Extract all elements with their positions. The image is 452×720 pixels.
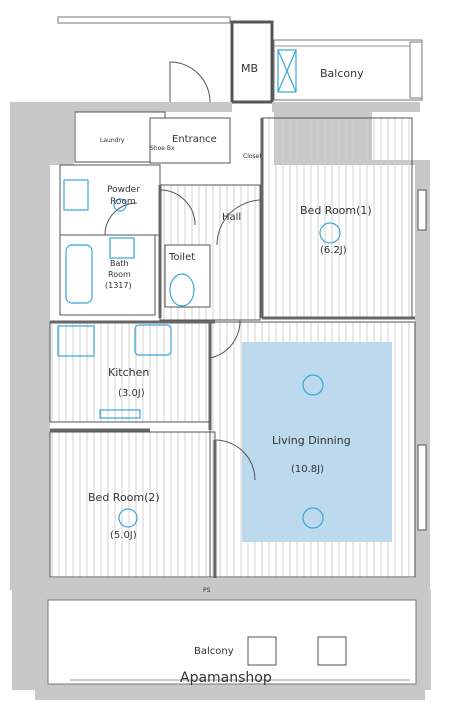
bathtub-icon bbox=[65, 244, 93, 304]
bed-room-2-name: Bed Room(2) bbox=[88, 491, 160, 504]
kitchen-size: (3.0J) bbox=[118, 388, 145, 399]
bottom-balcony bbox=[47, 599, 417, 685]
toilet-icon bbox=[169, 273, 195, 307]
bath-room-label-3: (1317) bbox=[105, 281, 132, 290]
ps-label: PS bbox=[203, 587, 211, 594]
ceiling-light-icon bbox=[319, 222, 341, 244]
ceiling-light-icon bbox=[302, 507, 324, 529]
kitchen-sink-icon bbox=[134, 324, 172, 356]
washbasin-icon bbox=[63, 179, 89, 211]
floor-areas bbox=[49, 111, 416, 578]
bed-room-1-size: (6.2J) bbox=[320, 245, 347, 256]
range-hood-icon bbox=[99, 409, 141, 419]
powder-room-label-2: Room bbox=[110, 197, 136, 207]
bath-room-label-2: Room bbox=[108, 270, 131, 279]
bath-room-label-1: Bath bbox=[110, 259, 129, 268]
evacuation-hatch-icon bbox=[247, 636, 277, 666]
laundry-label: Laundry bbox=[100, 137, 125, 144]
entrance-label: Entrance bbox=[172, 134, 217, 145]
closet-label: Closet bbox=[243, 153, 262, 160]
watermark: Apamanshop bbox=[180, 670, 272, 686]
top-balcony-area bbox=[57, 16, 423, 104]
stove-icon bbox=[57, 325, 95, 357]
bed-room-2-size: (5.0J) bbox=[110, 530, 137, 541]
balcony-top-label: Balcony bbox=[320, 67, 364, 80]
shoe-box-label: Shoe Bx bbox=[150, 145, 175, 152]
window-east bbox=[417, 444, 427, 531]
bed-room-1-name: Bed Room(1) bbox=[300, 204, 372, 217]
living-dining-size: (10.8J) bbox=[291, 464, 324, 475]
toilet-label: Toilet bbox=[168, 252, 195, 263]
balcony-bottom-label: Balcony bbox=[194, 646, 234, 657]
living-dining-name: Living Dinning bbox=[272, 434, 351, 447]
kitchen-name: Kitchen bbox=[108, 366, 149, 379]
ceiling-light-icon bbox=[302, 374, 324, 396]
aircon-unit-top-icon bbox=[277, 49, 297, 93]
interior-walls bbox=[50, 118, 415, 578]
ceiling-light-icon bbox=[113, 198, 127, 212]
mb-label: MB bbox=[241, 62, 258, 75]
hall-label: Hall bbox=[222, 212, 241, 223]
window-east-bed1 bbox=[417, 189, 427, 231]
door-swings bbox=[104, 189, 263, 481]
ceiling-light-icon bbox=[118, 508, 138, 528]
sink-icon bbox=[109, 237, 135, 259]
evacuation-hatch-icon bbox=[317, 636, 347, 666]
powder-room-label-1: Powder bbox=[107, 185, 140, 195]
entry-door-swing bbox=[169, 61, 211, 103]
